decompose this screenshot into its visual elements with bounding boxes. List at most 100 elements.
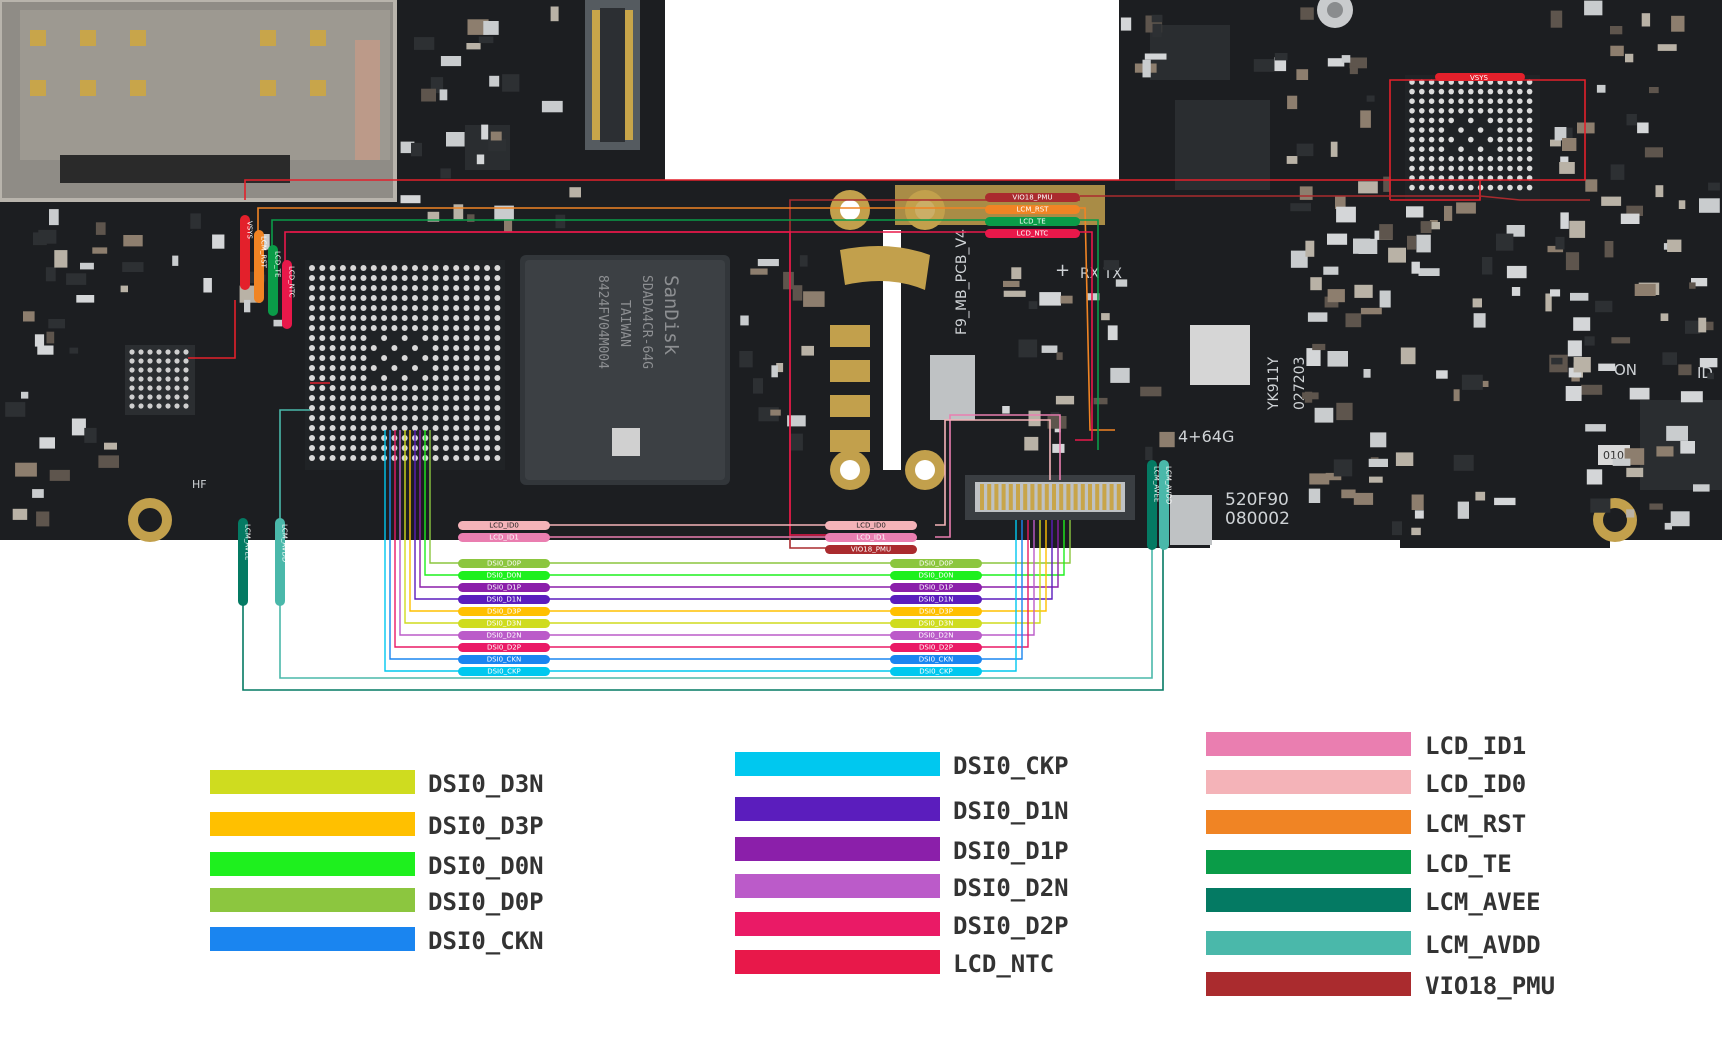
pin-label-pill: DSI0_D3P xyxy=(890,607,982,616)
pin-label-pill: VIO18_PMU xyxy=(825,545,917,554)
pin-label-text: DSI0_CKN xyxy=(919,656,954,664)
legend-item: DSI0_D1N xyxy=(735,797,1069,825)
dsi-trace xyxy=(409,430,1047,612)
legend-label: LCD_NTC xyxy=(953,950,1054,978)
pin-label-pill: DSI0_D1P xyxy=(890,583,982,592)
legend-swatch xyxy=(735,752,940,776)
emmc-brand: SanDisk xyxy=(660,275,682,356)
trace-lcd-ntc xyxy=(284,231,1093,441)
plus-mark: + xyxy=(1055,260,1070,281)
trace-lcm-avdd xyxy=(279,520,1153,679)
legend-item: DSI0_D1P xyxy=(735,837,1069,865)
pin-label-pill: DSI0_D0P xyxy=(890,559,982,568)
pin-label-pill: LCD_ID1 xyxy=(825,533,917,542)
hf-label: HF xyxy=(192,478,207,491)
trace-lcd-te xyxy=(271,219,1099,450)
dsi-trace xyxy=(384,430,1017,672)
dsi-trace xyxy=(394,430,1029,648)
pin-label-pill: DSI0_D3N xyxy=(458,619,550,628)
pin-label-pill: DSI0_D2P xyxy=(458,643,550,652)
small-bga-balls xyxy=(129,349,189,409)
legend-swatch xyxy=(735,837,940,861)
legend-label: DSI0_D0P xyxy=(428,888,544,916)
legend: DSI0_D3NDSI0_D3PDSI0_D0NDSI0_D0PDSI0_CKN… xyxy=(210,732,1555,1000)
code-3: 520F90 xyxy=(1225,490,1289,510)
legend-label: DSI0_D2N xyxy=(953,874,1069,902)
pin-label-pill: LCD_ID0 xyxy=(825,521,917,530)
legend-item: DSI0_CKP xyxy=(735,752,1069,780)
pin-label-pill: LCD_ID0 xyxy=(458,521,550,530)
pmic-bga-balls xyxy=(1409,79,1533,191)
on-label: ON xyxy=(1614,361,1637,379)
legend-swatch xyxy=(1206,931,1411,955)
legend-item: DSI0_D3N xyxy=(210,770,544,798)
legend-label: DSI0_D0N xyxy=(428,852,544,880)
legend-item: LCD_NTC xyxy=(735,950,1054,978)
pin-label-text: VIO18_PMU xyxy=(851,546,891,554)
legend-label: DSI0_D2P xyxy=(953,912,1069,940)
legend-swatch xyxy=(1206,810,1411,834)
legend-item: DSI0_D0N xyxy=(210,852,544,880)
legend-label: DSI0_D1N xyxy=(953,797,1069,825)
pin-label-pill: LCD_ID1 xyxy=(458,533,550,542)
pin-label-pill: LCD_NTC xyxy=(985,229,1080,238)
pin-label-text: LCD_TE xyxy=(274,251,282,277)
board-cutout xyxy=(667,0,1119,180)
vsys-pill xyxy=(1435,73,1525,81)
legend-swatch xyxy=(210,812,415,836)
pin-label-text: LCD_NTC xyxy=(1017,230,1049,238)
pin-label-pill: LCD_TE xyxy=(268,245,282,316)
legend-item: DSI0_D3P xyxy=(210,812,544,840)
legend-swatch xyxy=(735,874,940,898)
emmc-origin: TAIWAN xyxy=(617,300,632,347)
pin-label-text: DSI0_D3P xyxy=(487,608,521,616)
dsi-trace xyxy=(414,430,1053,600)
trace-vio18 xyxy=(1080,195,1590,201)
trace-lcm-rst xyxy=(257,207,1115,431)
legend-item: DSI0_D0P xyxy=(210,888,544,916)
legend-label: LCD_ID1 xyxy=(1425,732,1526,760)
pin-label-text: DSI0_D2P xyxy=(487,644,521,652)
legend-item: LCD_TE xyxy=(1206,850,1512,878)
pin-label-text: DSI0_D3P xyxy=(919,608,953,616)
pin-label-text: LCD_ID0 xyxy=(856,522,886,530)
pin-label-pill: DSI0_D1P xyxy=(458,583,550,592)
pin-label-pill: DSI0_D2N xyxy=(458,631,550,640)
pin-label-text: LCD_ID1 xyxy=(489,534,519,542)
legend-label: VIO18_PMU xyxy=(1425,972,1555,1000)
pin-label-pill: DSI0_D3N xyxy=(890,619,982,628)
legend-item: LCD_ID0 xyxy=(1206,770,1526,798)
pin-label-pill: LCD_NTC xyxy=(282,260,296,329)
pin-label-pill: DSI0_CKP xyxy=(890,667,982,676)
pin-label-pill: VSYS xyxy=(240,215,254,290)
pin-label-pill: DSI0_D0N xyxy=(890,571,982,580)
pin-label-text: DSI0_D1N xyxy=(919,596,954,604)
trace-lcm-avee xyxy=(242,520,1164,691)
legend-swatch xyxy=(1206,888,1411,912)
pin-label-text: LCM_RST xyxy=(260,236,268,269)
lcd-connector-pins xyxy=(980,484,1121,510)
pin-label-pill: LCM_AVEE xyxy=(1147,460,1161,550)
legend-swatch xyxy=(210,852,415,876)
pin-label-pill: DSI0_D1N xyxy=(458,595,550,604)
legend-swatch xyxy=(735,912,940,936)
code-1: YK911Y xyxy=(1266,357,1282,411)
dsi-trace xyxy=(389,430,1023,660)
pin-label-pill: DSI0_D2N xyxy=(890,631,982,640)
pin-label-text: DSI0_D0N xyxy=(487,572,522,580)
legend-label: LCM_RST xyxy=(1425,810,1526,838)
emmc-lot: 8424FV04M004 xyxy=(595,275,610,369)
pin-label-pill: DSI0_D0P xyxy=(458,559,550,568)
pin-label-text: LCM_RST xyxy=(1017,206,1050,214)
pcb-board: SanDisk SDADA4CR-64G TAIWAN 8424FV04M004 xyxy=(0,0,1722,548)
pin-label-pill: DSI0_CKP xyxy=(458,667,550,676)
pin-label-pill: DSI0_CKN xyxy=(890,655,982,664)
pin-label-text: LCM_AVDD xyxy=(281,524,289,562)
pin-label-text: LCM_AVDD xyxy=(1165,466,1173,504)
pin-label-pill: DSI0_CKN xyxy=(458,655,550,664)
legend-label: LCM_AVDD xyxy=(1425,931,1541,959)
smd-components xyxy=(5,0,1720,536)
pin-label-text: VIO18_PMU xyxy=(1012,194,1052,202)
